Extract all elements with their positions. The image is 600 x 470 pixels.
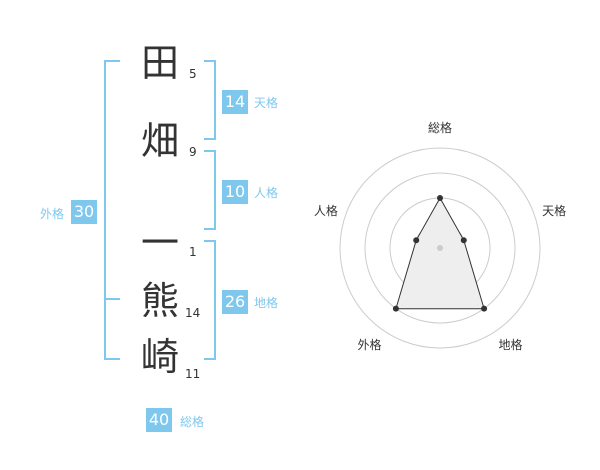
name-char-4: 熊 bbox=[140, 279, 179, 323]
chikaku-value-box: 26 bbox=[222, 290, 248, 314]
radar-center-dot bbox=[437, 245, 443, 251]
tenkaku-value-box: 14 bbox=[222, 90, 248, 114]
stroke-count-5: 11 bbox=[185, 367, 201, 381]
radar-axis-label-2: 地格 bbox=[498, 337, 522, 352]
radar-axis-label-4: 人格 bbox=[314, 203, 338, 218]
gaikaku-value-box: 30 bbox=[71, 200, 97, 224]
stroke-count-2: 9 bbox=[189, 145, 197, 159]
radar-point-4 bbox=[413, 237, 420, 244]
tenkaku-label: 天格 bbox=[254, 96, 279, 110]
stroke-count-4: 14 bbox=[185, 306, 201, 320]
radar-point-3 bbox=[392, 305, 399, 312]
radar-point-0 bbox=[437, 195, 443, 201]
radar-ring-3 bbox=[364, 172, 516, 324]
jinkaku-value-box: 10 bbox=[222, 180, 248, 204]
radar-point-1 bbox=[460, 237, 467, 244]
jinkaku-label: 人格 bbox=[254, 186, 279, 200]
radar-axis-label-0: 総格 bbox=[428, 120, 452, 135]
radar-point-2 bbox=[481, 305, 488, 312]
gaikaku-label: 外格 bbox=[40, 207, 65, 221]
name-char-1: 田 bbox=[140, 41, 179, 85]
radar-axis-label-1: 天格 bbox=[542, 203, 566, 218]
radar-ring-4 bbox=[339, 147, 541, 349]
name-char-2: 畑 bbox=[140, 119, 179, 163]
name-char-3: 一 bbox=[140, 221, 179, 265]
chikaku-label: 地格 bbox=[254, 296, 279, 310]
soukaku-label: 総格 bbox=[180, 415, 205, 429]
radar-points bbox=[392, 195, 488, 312]
stroke-count-1: 5 bbox=[189, 67, 197, 81]
name-char-5: 崎 bbox=[140, 335, 179, 379]
radar-area-polygon bbox=[395, 196, 485, 310]
stroke-count-3: 1 bbox=[189, 245, 197, 259]
radar-axis-label-3: 外格 bbox=[357, 337, 381, 352]
soukaku-value-box: 40 bbox=[146, 408, 172, 432]
